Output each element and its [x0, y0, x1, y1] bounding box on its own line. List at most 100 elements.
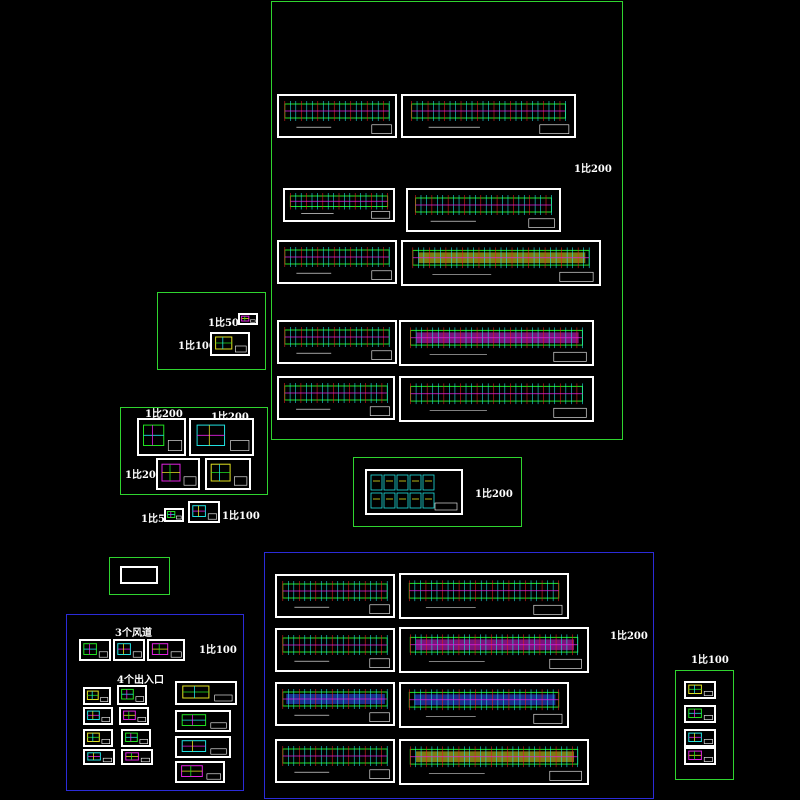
sheet-drawing [192, 505, 217, 520]
sheet-drawing [409, 746, 582, 781]
sheet-drawing [282, 746, 390, 779]
drawing-sheet[interactable] [401, 94, 576, 138]
sheet-drawing [210, 463, 248, 486]
entrances-label: 4个出入口 [117, 675, 164, 686]
drawing-sheet[interactable] [189, 418, 254, 456]
drawing-sheet[interactable] [83, 749, 115, 765]
drawing-sheet[interactable] [399, 573, 569, 619]
sheet-drawing [370, 474, 458, 511]
sheet-drawing [415, 195, 555, 228]
sheet-drawing [143, 424, 183, 451]
drawing-sheet[interactable] [406, 188, 561, 232]
drawing-sheet[interactable] [175, 681, 237, 705]
sheet-drawing [181, 765, 221, 780]
sheet-drawing [688, 708, 713, 720]
sheet-drawing [215, 336, 247, 353]
sheet-drawing [284, 383, 390, 416]
drawing-sheet[interactable] [188, 501, 220, 523]
drawing-sheet[interactable] [83, 687, 111, 705]
drawing-sheet[interactable] [79, 639, 111, 661]
drawing-sheet[interactable] [275, 628, 395, 672]
drawing-sheet[interactable] [137, 418, 186, 456]
drawing-sheet[interactable] [684, 705, 716, 723]
drawing-sheet[interactable] [175, 736, 231, 758]
drawing-sheet[interactable] [275, 739, 395, 783]
sheet-drawing [412, 247, 594, 282]
drawing-sheet[interactable] [399, 739, 589, 785]
sheet-drawing [167, 511, 182, 520]
drawing-sheet[interactable] [365, 469, 463, 515]
sheet-drawing [181, 740, 227, 755]
drawing-sheet[interactable] [399, 320, 594, 366]
sheet-drawing [161, 463, 197, 486]
drawing-sheet[interactable] [175, 761, 225, 783]
drawing-sheet[interactable] [399, 682, 569, 728]
sheet-drawing [125, 732, 148, 744]
sheet-drawing [282, 581, 390, 614]
drawing-sheet[interactable] [120, 566, 158, 584]
sheet-drawing [410, 383, 587, 418]
sheet-drawing [87, 732, 110, 744]
sheet-drawing [241, 315, 256, 323]
drawing-sheet[interactable] [210, 332, 250, 356]
drawing-sheet[interactable] [113, 639, 145, 661]
drawing-sheet[interactable] [121, 729, 151, 747]
drawing-sheet[interactable] [275, 574, 395, 618]
scale-label: 1比200 [475, 489, 513, 500]
scale-label: 1比200 [574, 164, 612, 175]
scale-label: 1比200 [610, 631, 648, 642]
sheet-drawing [282, 635, 390, 668]
scale-label: 1比100 [691, 655, 729, 666]
drawing-sheet[interactable] [83, 729, 113, 747]
group-frame-vents-entrances: 3个风道 1比100 4个出入口 [66, 614, 244, 791]
drawing-sheet[interactable] [277, 376, 395, 420]
sheet-drawing [196, 424, 250, 451]
sheet-drawing [284, 101, 392, 134]
drawing-sheet[interactable] [684, 681, 716, 699]
scale-label: 1比100 [222, 511, 260, 522]
drawing-sheet[interactable] [205, 458, 251, 490]
drawing-sheet[interactable] [238, 313, 258, 325]
scale-label: 1比200 [125, 470, 163, 481]
drawing-sheet[interactable] [399, 627, 589, 673]
sheet-drawing [289, 193, 391, 219]
scale-label: 1比50 [208, 318, 239, 329]
sheet-drawing [284, 327, 392, 360]
drawing-sheet[interactable] [401, 240, 601, 286]
group-frame-sections: 1比200 [353, 457, 522, 527]
drawing-sheet[interactable] [684, 729, 716, 747]
sheet-drawing [408, 689, 563, 724]
drawing-sheet[interactable] [164, 508, 184, 522]
sheet-drawing [282, 689, 390, 722]
sheet-drawing [83, 643, 108, 658]
drawing-sheet[interactable] [684, 747, 716, 765]
drawing-sheet[interactable] [119, 707, 149, 725]
drawing-sheet[interactable] [147, 639, 185, 661]
sheet-drawing [122, 568, 156, 582]
drawing-sheet[interactable] [277, 94, 397, 138]
sheet-drawing [117, 643, 142, 658]
sheet-drawing [409, 634, 582, 669]
drawing-sheet[interactable] [277, 320, 397, 364]
group-frame-right-details: 1比100 [675, 655, 734, 780]
sheet-drawing [87, 752, 112, 763]
drawing-sheet[interactable] [283, 188, 395, 222]
sheet-drawing [181, 714, 227, 729]
sheet-drawing [688, 684, 713, 696]
sheet-drawing [182, 685, 233, 702]
group-frame-lower-plans: 1比200 [264, 552, 654, 799]
drawing-sheet[interactable] [175, 710, 231, 732]
sheet-drawing [86, 690, 109, 702]
group-frame-main-plans: 1比200 [271, 1, 623, 440]
drawing-sheet[interactable] [156, 458, 200, 490]
scale-label: 1比100 [199, 645, 237, 656]
drawing-sheet[interactable] [121, 749, 153, 765]
group-frame-details-b: 1比200 1比200 1比200 [120, 407, 268, 495]
drawing-sheet[interactable] [117, 685, 147, 705]
drawing-sheet[interactable] [277, 240, 397, 284]
drawing-sheet[interactable] [83, 707, 113, 725]
drawing-sheet[interactable] [399, 376, 594, 422]
scale-label: 1比200 [211, 408, 249, 423]
sheet-drawing [123, 710, 146, 722]
drawing-sheet[interactable] [275, 682, 395, 726]
